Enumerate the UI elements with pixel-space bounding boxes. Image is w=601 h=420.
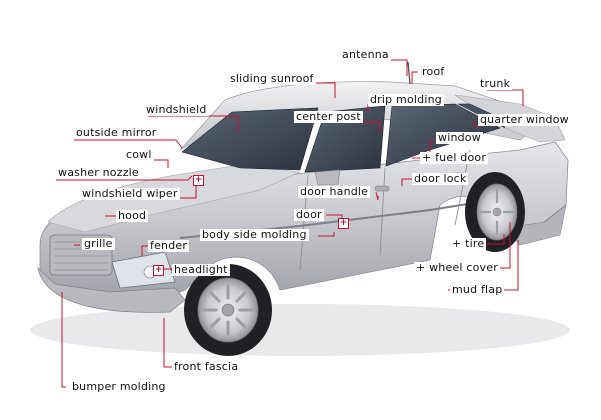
label-fuel-door[interactable]: + fuel door	[420, 151, 489, 164]
label-front-fascia: front fascia	[172, 360, 241, 373]
washer-nozzle-plus-marker[interactable]: +	[193, 175, 204, 186]
ground-shadow	[30, 304, 570, 356]
label-door-handle: door handle	[298, 185, 371, 198]
label-drip-molding: drip molding	[368, 93, 444, 106]
antenna-rod	[407, 61, 411, 85]
label-cowl: cowl	[124, 148, 154, 161]
label-headlight: headlight	[172, 263, 230, 276]
label-outside-mirror: outside mirror	[74, 126, 159, 139]
label-hood: hood	[116, 209, 149, 222]
label-window: window	[436, 131, 483, 144]
label-door: door	[294, 208, 324, 221]
label-tire[interactable]: + tire	[450, 237, 487, 250]
door-plus-marker[interactable]: +	[338, 218, 349, 229]
label-door-lock: door lock	[412, 172, 469, 185]
label-body-side-molding: body side molding	[200, 228, 309, 241]
label-roof: roof	[420, 65, 447, 78]
label-fender: fender	[148, 239, 190, 252]
door-handle-shape	[374, 185, 390, 192]
label-grille: grille	[82, 237, 115, 250]
label-mud-flap: mud flap	[450, 283, 505, 296]
label-antenna: antenna	[340, 48, 391, 61]
label-windshield: windshield	[144, 103, 209, 116]
label-windshield-wiper: windshield wiper	[80, 187, 180, 200]
label-sliding-sunroof: sliding sunroof	[228, 72, 316, 85]
label-wheel-cover[interactable]: + wheel cover	[414, 261, 500, 274]
label-washer-nozzle: washer nozzle	[56, 166, 141, 179]
center-door-seam	[379, 167, 386, 256]
front-wheel	[184, 264, 272, 356]
label-center-post: center post	[294, 110, 363, 123]
outside-mirror-shape	[314, 169, 341, 186]
label-bumper-molding: bumper molding	[70, 380, 168, 393]
label-quarter-window: quarter window	[478, 113, 571, 126]
label-trunk: trunk	[478, 77, 513, 90]
front-bumper-shape	[37, 266, 186, 313]
headlight-plus-marker[interactable]: +	[153, 265, 164, 276]
